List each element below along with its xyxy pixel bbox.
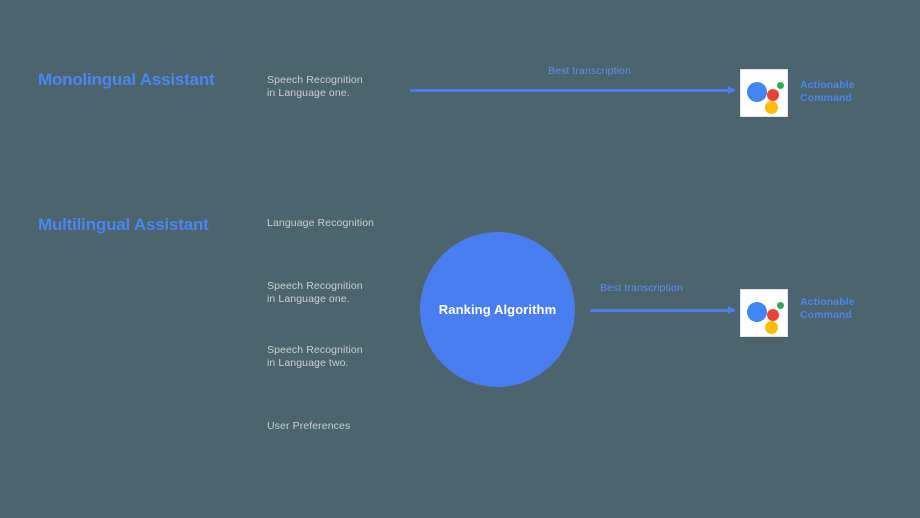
- monolingual-actionable-command-label: Actionable Command: [800, 79, 855, 104]
- assistant-red-dot-icon: [767, 89, 779, 101]
- multilingual-language-recognition-label: Language Recognition: [267, 217, 375, 229]
- assistant-red-dot-icon: [767, 309, 779, 321]
- multilingual-speech-recognition-two-label: Speech Recognition in Language two.: [267, 344, 363, 369]
- multilingual-actionable-command-label: Actionable Command: [800, 296, 855, 321]
- assistant-blue-dot-icon: [747, 82, 767, 102]
- multilingual-section-title: Multilingual Assistant: [38, 215, 209, 234]
- multilingual-speech-recognition-one-label: Speech Recognition in Language one.: [267, 280, 363, 305]
- monolingual-arrow-label: Best transcription: [548, 65, 631, 77]
- ranking-algorithm-node: Ranking Algorithm: [420, 232, 575, 387]
- ranking-algorithm-label: Ranking Algorithm: [438, 302, 557, 317]
- multilingual-flow-arrow: [590, 306, 736, 314]
- google-assistant-icon: [740, 289, 788, 337]
- assistant-green-dot-icon: [777, 302, 784, 309]
- assistant-yellow-dot-icon: [765, 321, 778, 334]
- assistant-yellow-dot-icon: [765, 101, 778, 114]
- assistant-blue-dot-icon: [747, 302, 767, 322]
- monolingual-section-title: Monolingual Assistant: [38, 70, 215, 89]
- multilingual-user-preferences-label: User Preferences: [267, 420, 351, 432]
- monolingual-speech-recognition-label: Speech Recognition in Language one.: [267, 74, 363, 99]
- multilingual-arrow-label: Best transcription: [600, 282, 683, 294]
- monolingual-flow-arrow: [410, 86, 736, 94]
- google-assistant-icon: [740, 69, 788, 117]
- assistant-green-dot-icon: [777, 82, 784, 89]
